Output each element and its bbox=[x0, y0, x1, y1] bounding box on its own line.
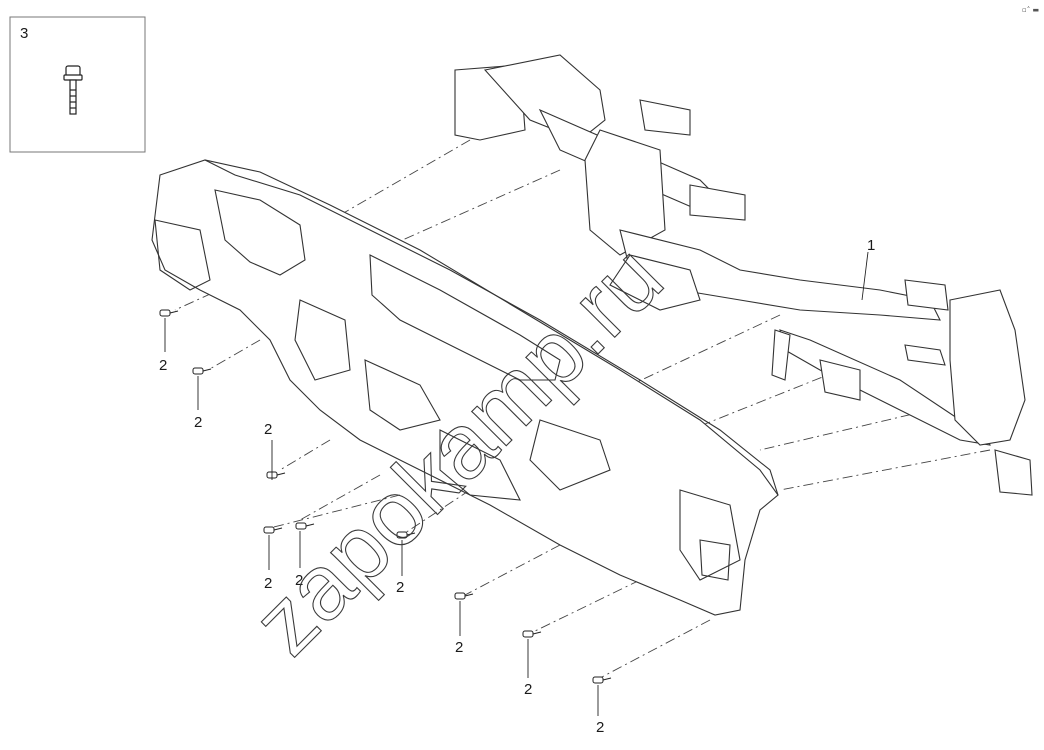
explode-lines bbox=[174, 139, 991, 679]
screw-icon bbox=[396, 531, 416, 539]
callout-frame-label: 1 bbox=[867, 237, 875, 254]
cross-car-beam bbox=[454, 54, 1033, 496]
callout-screw-label: 2 bbox=[455, 639, 463, 656]
callout-screw-label: 2 bbox=[264, 575, 272, 592]
inset-label: 3 bbox=[20, 25, 28, 42]
callout-screw-label: 2 bbox=[295, 572, 303, 589]
screw-icon bbox=[192, 367, 212, 375]
callout-screw-label: 2 bbox=[524, 681, 532, 698]
screw-icon bbox=[266, 471, 286, 479]
callout-screw-label: 2 bbox=[194, 414, 202, 431]
screw-icon bbox=[454, 592, 474, 600]
leader-lines bbox=[164, 251, 869, 716]
screw-icon bbox=[522, 630, 542, 638]
bolt-icon bbox=[63, 65, 83, 115]
callout-screw-label: 2 bbox=[596, 719, 604, 736]
dashboard-panel bbox=[151, 159, 779, 616]
screw-icon bbox=[592, 676, 612, 684]
callout-screw-label: 2 bbox=[264, 421, 272, 438]
callout-screw-label: 2 bbox=[159, 357, 167, 374]
screw-icon bbox=[295, 522, 315, 530]
callout-screw-label: 2 bbox=[396, 579, 404, 596]
screw-icon bbox=[159, 309, 179, 317]
inset-part-3: 3 bbox=[9, 16, 146, 153]
screw-icon bbox=[263, 526, 283, 534]
screws bbox=[159, 309, 612, 684]
corner-mark: ▫˄ ▬ bbox=[1022, 6, 1039, 14]
